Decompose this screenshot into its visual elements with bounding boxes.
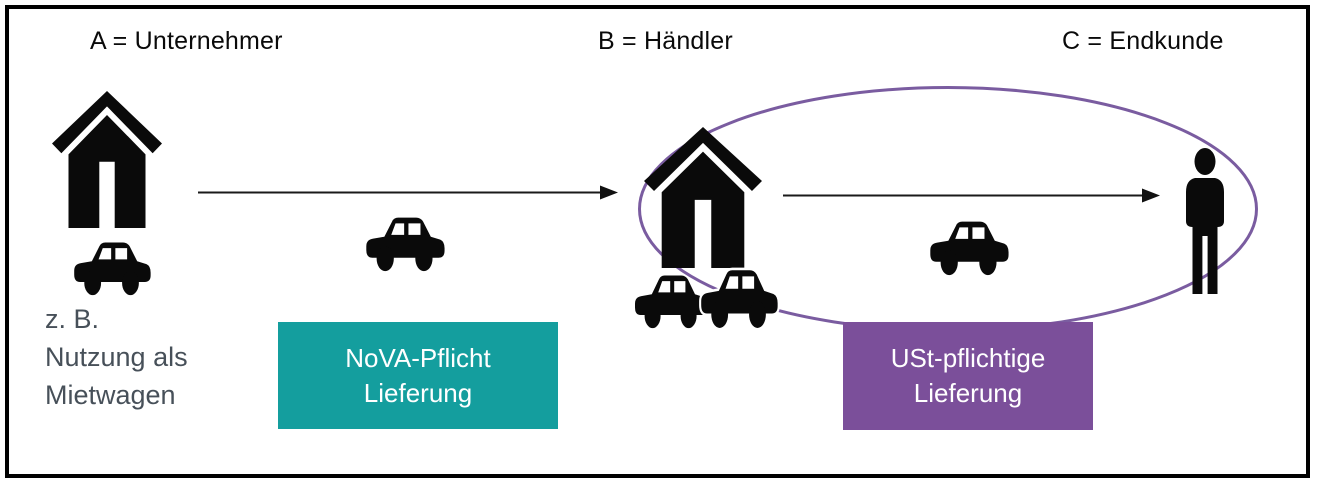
ust-box: USt-pflichtige Lieferung bbox=[843, 322, 1093, 430]
car-transit-bc-icon bbox=[926, 214, 1012, 277]
diagram-frame-border bbox=[5, 5, 1310, 478]
arrow-b-to-c-icon bbox=[783, 187, 1160, 204]
note-line-1: z. B. bbox=[45, 304, 100, 334]
house-a-icon bbox=[52, 91, 162, 228]
actor-a-note: z. B. Nutzung als Mietwagen bbox=[45, 300, 188, 414]
car-a-icon bbox=[70, 235, 154, 297]
car-b-front-icon bbox=[697, 262, 781, 330]
note-line-2: Nutzung als bbox=[45, 342, 188, 372]
actor-b-title: B = Händler bbox=[598, 27, 733, 55]
nova-box: NoVA-Pflicht Lieferung bbox=[278, 322, 558, 429]
ust-box-line-2: Lieferung bbox=[913, 378, 1023, 408]
person-c-icon bbox=[1179, 148, 1231, 296]
actor-a-title: A = Unternehmer bbox=[90, 27, 283, 55]
car-transit-ab-icon bbox=[362, 210, 448, 273]
ust-box-line-1: USt-pflichtige bbox=[890, 343, 1046, 373]
house-b-icon bbox=[644, 127, 762, 268]
note-line-3: Mietwagen bbox=[45, 380, 176, 410]
car-b-rear-icon bbox=[631, 268, 711, 330]
actor-c-title: C = Endkunde bbox=[1062, 27, 1224, 55]
nova-box-line-2: Lieferung bbox=[363, 377, 473, 408]
arrow-a-to-b-icon bbox=[198, 184, 618, 201]
nova-box-line-1: NoVA-Pflicht bbox=[345, 342, 491, 373]
